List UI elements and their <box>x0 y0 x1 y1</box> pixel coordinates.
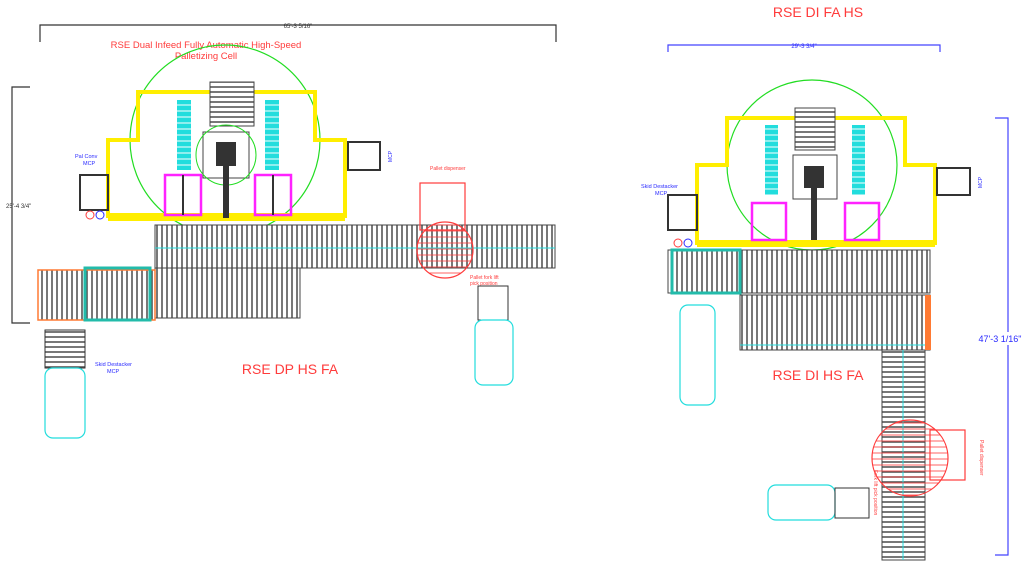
pallet-turntable <box>416 221 474 279</box>
conveyor-row-lower <box>739 294 931 351</box>
svg-text:Pallet dispenser: Pallet dispenser <box>430 166 466 172</box>
svg-text:MCP: MCP <box>655 191 668 197</box>
svg-text:Skid Destacker: Skid Destacker <box>95 362 132 368</box>
forklift-icon <box>474 319 514 386</box>
skid-stack <box>44 329 86 369</box>
svg-text:Pallet dispenser: Pallet dispenser <box>978 440 984 476</box>
left-title-line1: RSE Dual Infeed Fully Automatic High-Spe… <box>111 40 302 51</box>
infeed-conveyor <box>37 269 156 321</box>
svg-text:Fork lift pick position: Fork lift pick position <box>872 470 878 516</box>
svg-text:Pal Conv: Pal Conv <box>75 154 98 160</box>
pallet-grid <box>834 487 870 519</box>
svg-text:MCP: MCP <box>978 176 984 188</box>
right-height-dimension-label: 47'-3 1/16" <box>979 334 1022 344</box>
right-title: RSE DI FA HS <box>773 4 863 20</box>
svg-text:25'-4 3/4": 25'-4 3/4" <box>6 204 31 210</box>
forklift-icon <box>679 304 716 406</box>
mcp-panel-right <box>347 141 381 171</box>
skid-destacker-mcp-panel <box>667 194 698 231</box>
mcp-panel-right <box>936 167 971 196</box>
pallet-turntable <box>871 419 949 497</box>
estop-icon <box>673 238 683 248</box>
skid-destacker <box>83 266 152 322</box>
right-height-dimension: 47'-3 1/16" <box>978 117 1022 556</box>
pallet-dispenser-top <box>794 107 836 151</box>
forklift-icon <box>44 367 86 439</box>
pallet-dispenser-top <box>209 81 255 127</box>
stack-station-right <box>843 201 881 242</box>
right-layout-name: RSE DI HS FA <box>772 367 864 383</box>
left-title-line2: Palletizing Cell <box>175 51 237 62</box>
estop-icon <box>85 210 95 220</box>
reset-icon <box>683 238 693 248</box>
svg-text:Pallet fork lift: Pallet fork lift <box>470 275 499 281</box>
slip-sheet-left <box>177 100 191 170</box>
left-width-dimension: 65'-3 5/16" <box>39 24 557 42</box>
slip-sheet-left <box>765 125 778 195</box>
slip-sheet-right <box>265 100 279 170</box>
conveyor-row-upper <box>154 224 556 269</box>
conveyor-row-lower <box>154 267 301 319</box>
robot-icon <box>216 142 236 166</box>
svg-text:65'-3 5/16": 65'-3 5/16" <box>284 24 313 30</box>
svg-text:29'-3 3/4": 29'-3 3/4" <box>791 44 816 50</box>
right-layout: RSE DI FA HS 29'-3 3/4" 47'-3 1/16" Pal <box>641 4 1022 561</box>
pal-conv-mcp-panel <box>79 174 109 211</box>
left-layout: 65'-3 5/16" 25'-4 3/4" RSE Dual Infeed F… <box>6 24 557 439</box>
fence-base <box>697 240 935 247</box>
robot-icon <box>804 166 824 188</box>
forklift-icon <box>767 484 836 521</box>
skid-destacker <box>670 248 742 295</box>
svg-text:MCP: MCP <box>107 369 120 375</box>
reset-icon <box>95 210 105 220</box>
svg-text:MCP: MCP <box>83 161 96 167</box>
right-width-dimension: 29'-3 3/4" <box>667 44 941 52</box>
stack-station-left <box>750 201 788 242</box>
svg-text:MCP: MCP <box>388 150 394 162</box>
left-layout-name: RSE DP HS FA <box>242 361 339 377</box>
svg-text:pick position: pick position <box>470 281 498 287</box>
pallet-grid-left <box>477 285 509 321</box>
left-height-dimension: 25'-4 3/4" <box>6 86 31 324</box>
svg-text:Skid Destacker: Skid Destacker <box>641 184 678 190</box>
slip-sheet-right <box>852 125 865 195</box>
conveyor-row-upper <box>667 249 931 294</box>
